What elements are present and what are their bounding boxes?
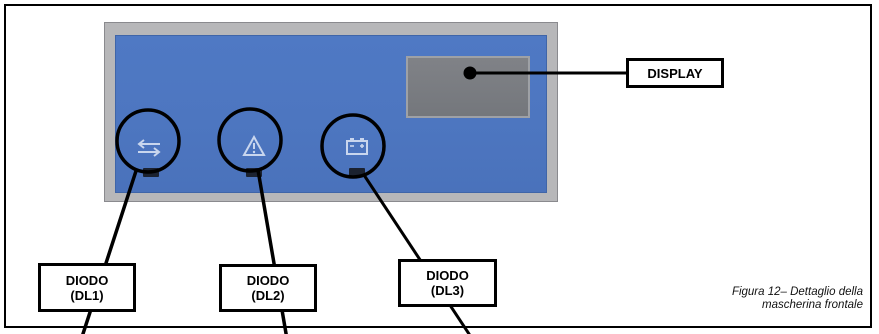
highlight-circle-dl3 — [320, 113, 386, 179]
figure-caption: Figura 12– Dettaglio della mascherina fr… — [663, 286, 863, 312]
highlight-circle-dl1 — [115, 108, 181, 174]
led-dl3 — [349, 168, 365, 177]
highlight-circle-dl2 — [217, 107, 283, 173]
dl2-label-line1: DIODO — [246, 273, 290, 288]
leader-line-dl3 — [362, 174, 471, 334]
front-panel-face — [115, 35, 547, 193]
bidirectional-arrows-icon — [137, 139, 161, 157]
leader-line-dl2 — [256, 169, 288, 334]
caption-line1: Figura 12– Dettaglio della — [731, 286, 863, 298]
dl1-label-line2: (DL1) — [70, 287, 104, 303]
figure-border — [4, 4, 872, 328]
front-panel — [104, 22, 558, 202]
display-label-box: DISPLAY — [626, 58, 724, 88]
display-label: DISPLAY — [647, 65, 703, 81]
leader-line-dl1 — [81, 170, 138, 334]
dl1-label-line1: DIODO — [65, 272, 109, 288]
lcd-display — [406, 56, 530, 118]
warning-triangle-icon — [242, 135, 266, 156]
dl3-label-box: DIODO (DL3) — [398, 259, 497, 307]
dl3-label-line1: DIODO — [426, 268, 469, 283]
dl1-label-box: DIODO (DL1) — [38, 263, 136, 312]
caption-line2: mascherina frontale — [762, 299, 863, 311]
battery-icon — [346, 138, 368, 155]
dl2-label-line2: (DL2) — [251, 288, 285, 303]
dl3-label-line2: (DL3) — [430, 283, 465, 298]
dl2-label-box: DIODO (DL2) — [219, 264, 317, 312]
